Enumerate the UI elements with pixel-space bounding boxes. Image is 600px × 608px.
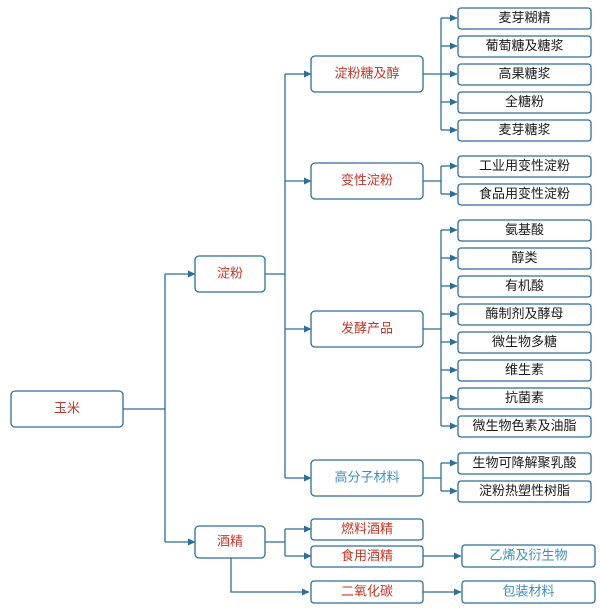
node-fuel-alcohol: 燃料酒精 [310, 518, 424, 541]
leaf-sugar-item: 麦芽糖浆 [457, 119, 592, 142]
node-corn-label: 玉米 [54, 402, 80, 417]
leaf-label: 微生物色素及油脂 [472, 418, 576, 434]
leaf-ferment-item: 氨基酸 [457, 219, 592, 242]
leaf-sugar-item: 葡萄糖及糖浆 [457, 35, 592, 58]
leaf-label: 葡萄糖及糖浆 [485, 38, 563, 54]
leaf-label: 食品用变性淀粉 [479, 186, 570, 202]
node-starch-sugar-label: 淀粉糖及醇 [334, 66, 399, 82]
leaf-label: 氨基酸 [505, 223, 544, 238]
leaf-modified-item: 工业用变性淀粉 [457, 155, 592, 178]
connectors [123, 14, 462, 596]
node-starch: 淀粉 [194, 255, 266, 293]
leaf-label: 工业用变性淀粉 [479, 158, 570, 174]
leaf-ferment-item: 酶制剂及酵母 [457, 303, 592, 326]
leaf-ferment-item: 微生物色素及油脂 [457, 415, 592, 438]
leaf-label: 麦芽糖浆 [498, 122, 550, 138]
leaf-label: 淀粉热塑性树脂 [479, 484, 570, 499]
node-alcohol-label: 酒精 [217, 535, 243, 550]
leaf-sugar-item: 全糖粉 [457, 91, 592, 114]
node-ethylene-label: 乙烯及衍生物 [489, 549, 567, 564]
leaf-ferment-item: 维生素 [457, 359, 592, 382]
node-starch-label: 淀粉 [217, 267, 243, 282]
node-co2: 二氧化碳 [310, 580, 424, 604]
leaf-ferment-item: 有机酸 [457, 275, 592, 298]
node-fuel-alcohol-label: 燃料酒精 [341, 521, 393, 537]
leaf-sugar-item: 麦芽糊精 [457, 7, 592, 30]
node-starch-sugar: 淀粉糖及醇 [310, 55, 424, 93]
node-co2-label: 二氧化碳 [341, 585, 393, 600]
node-fermentation-label: 发酵产品 [341, 321, 393, 337]
leaf-label: 酶制剂及酵母 [485, 306, 563, 322]
node-modified-starch-label: 变性淀粉 [341, 173, 393, 189]
node-ethylene: 乙烯及衍生物 [461, 544, 596, 568]
node-polymer-label: 高分子材料 [334, 470, 399, 486]
leaf-label: 醇类 [511, 250, 537, 266]
node-edible-alcohol-label: 食用酒精 [341, 548, 393, 564]
leaf-label: 全糖粉 [505, 94, 544, 110]
leaf-modified-item: 食品用变性淀粉 [457, 183, 592, 206]
node-edible-alcohol: 食用酒精 [310, 545, 424, 568]
leaf-ferment-item: 微生物多糖 [457, 331, 592, 354]
node-corn: 玉米 [10, 390, 124, 428]
leaf-polymer-item: 淀粉热塑性树脂 [457, 480, 592, 503]
node-fermentation: 发酵产品 [310, 310, 424, 348]
leaf-ferment-item: 醇类 [457, 247, 592, 270]
leaf-label: 生物可降解聚乳酸 [472, 456, 576, 471]
leaf-label: 维生素 [505, 363, 544, 378]
leaf-label: 麦芽糊精 [498, 10, 550, 26]
leaf-ferment-item: 抗菌素 [457, 387, 592, 410]
node-packaging: 包装材料 [461, 580, 596, 604]
leaf-sugar-item: 高果糖浆 [457, 63, 592, 86]
node-alcohol: 酒精 [194, 525, 266, 559]
node-polymer: 高分子材料 [310, 459, 424, 497]
leaf-polymer-item: 生物可降解聚乳酸 [457, 452, 592, 475]
leaf-label: 微生物多糖 [492, 334, 557, 350]
node-packaging-label: 包装材料 [502, 585, 554, 600]
leaf-label: 抗菌素 [505, 391, 544, 406]
node-modified-starch: 变性淀粉 [310, 162, 424, 200]
leaf-label: 高果糖浆 [498, 66, 550, 82]
leaf-label: 有机酸 [505, 279, 544, 294]
